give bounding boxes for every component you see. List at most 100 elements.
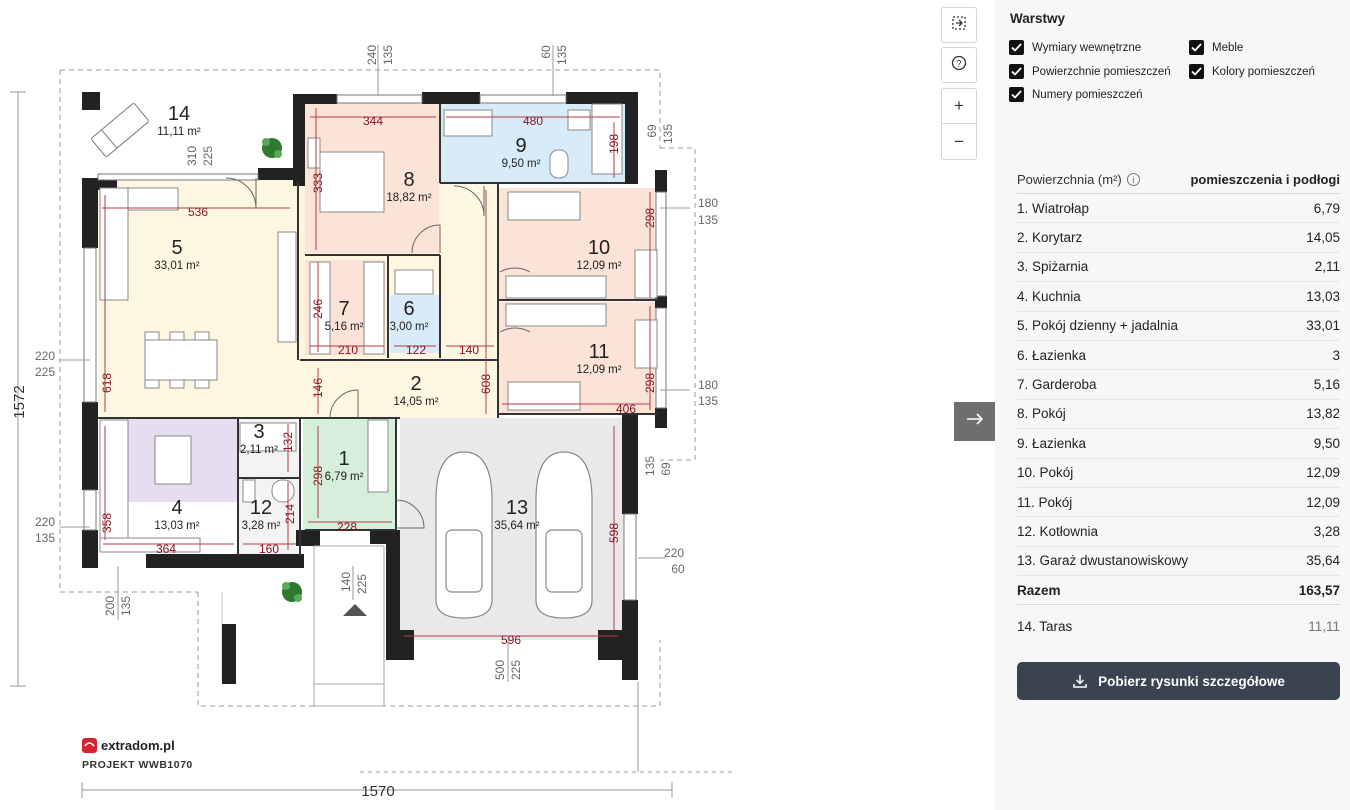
room-name: 2. Korytarz <box>1017 230 1083 246</box>
inner-dimension-label: 228 <box>337 520 357 534</box>
layer-label: Numery pomieszczeń <box>1032 88 1143 101</box>
inner-dimension-label: 480 <box>523 114 543 128</box>
room-area-number: 3,28 <box>242 520 264 532</box>
table-row: 12. Kotłownia 3,28 <box>1017 517 1340 547</box>
room-name: 5. Pokój dzienny + jadalnia <box>1017 318 1178 334</box>
room-area-unit: m² <box>186 520 200 532</box>
layer-room-areas[interactable]: Powierzchnie pomieszczeń <box>1009 64 1171 79</box>
area-table: Powierzchnia (m²)i pomieszczenia i podło… <box>1017 166 1340 641</box>
room-name: 1. Wiatrołap <box>1017 200 1090 216</box>
room-name: 6. Łazienka <box>1017 347 1087 363</box>
checkbox-checked-icon[interactable] <box>1009 40 1024 55</box>
room-area-number: 9,50 <box>502 158 524 170</box>
checkbox-checked-icon[interactable] <box>1189 64 1204 79</box>
layer-furniture[interactable]: Meble <box>1189 40 1243 55</box>
inner-dimension-label: 608 <box>479 374 493 394</box>
zoom-out-button[interactable]: − <box>941 124 977 160</box>
walls <box>82 92 667 684</box>
svg-text:?: ? <box>956 58 961 68</box>
outer-dimension-label: 140 <box>339 572 353 592</box>
room-number-label: 5 <box>171 237 182 259</box>
total-label: Razem <box>1017 582 1061 598</box>
select-area-button[interactable] <box>941 7 977 43</box>
checkbox-checked-icon[interactable] <box>1009 64 1024 79</box>
room-area-value: 6,79 <box>1313 200 1340 216</box>
room-number-label: 13 <box>506 497 528 519</box>
outer-dimension-label: 225 <box>355 574 369 594</box>
room-area-value: 9,50 <box>1313 435 1340 451</box>
checkbox-checked-icon[interactable] <box>1009 87 1024 102</box>
inner-dimension-label: 132 <box>281 432 295 452</box>
room-area-value: 3,28 <box>1313 523 1340 539</box>
outer-dimension-label: 220 <box>35 349 55 363</box>
room-area-unit: m² <box>418 192 432 204</box>
checkbox-checked-icon[interactable] <box>1189 40 1204 55</box>
room-area-value: 12,09 <box>1306 465 1340 481</box>
room-name: 10. Pokój <box>1017 465 1074 481</box>
outer-dimension-label: 135 <box>698 213 718 227</box>
room-number-label: 14 <box>168 103 190 125</box>
room-area-unit: m² <box>526 520 540 532</box>
total-width-label: 1570 <box>361 783 394 800</box>
room-area-unit: m² <box>350 471 364 483</box>
inner-dimension-label: 364 <box>156 542 176 556</box>
zoom-in-button[interactable]: + <box>941 88 977 124</box>
outer-dimension-label: 180 <box>698 196 718 210</box>
layer-label: Wymiary wewnętrzne <box>1032 41 1142 54</box>
room-name: 7. Garderoba <box>1017 377 1097 393</box>
room-area-number: 11,11 <box>157 126 184 138</box>
room-area-number: 14,05 <box>393 396 422 408</box>
inner-dimension-label: 160 <box>259 542 279 556</box>
collapse-panel-button[interactable] <box>954 402 995 441</box>
inner-dimension-label: 122 <box>406 343 426 357</box>
extradom-logo-icon <box>82 738 97 753</box>
info-icon[interactable]: i <box>1126 173 1140 186</box>
room-area-number: 33,01 <box>154 260 183 272</box>
outer-dimension-label: 60 <box>539 45 553 59</box>
layer-room-colors[interactable]: Kolory pomieszczeń <box>1189 64 1315 79</box>
inner-dimension-label: 536 <box>188 205 208 219</box>
outer-dimension-label: 69 <box>659 462 673 476</box>
outer-dimension-label: 200 <box>103 596 117 616</box>
outer-dimension-label: 310 <box>185 146 199 166</box>
room-area-unit: m² <box>187 126 201 138</box>
brand-name: extradom.pl <box>101 738 175 753</box>
help-button[interactable]: ? <box>941 47 977 83</box>
table-row: 10. Pokój 12,09 <box>1017 459 1340 488</box>
area-header-mode[interactable]: pomieszczenia i podłogi <box>1190 172 1340 187</box>
inner-dimension-label: 198 <box>607 134 621 154</box>
inner-dimension-label: 618 <box>100 373 114 393</box>
room-name: 12. Kotłownia <box>1017 523 1099 539</box>
layer-inner-dimensions[interactable]: Wymiary wewnętrzne <box>1009 40 1141 55</box>
room-area-number: 13,03 <box>154 520 183 532</box>
layer-label: Kolory pomieszczeń <box>1212 65 1315 78</box>
area-table-header: Powierzchnia (m²)i pomieszczenia i podło… <box>1017 166 1340 194</box>
download-drawings-button[interactable]: Pobierz rysunki szczegółowe <box>1017 662 1340 700</box>
inner-dimension-label: 344 <box>363 114 383 128</box>
inner-dimension-label: 358 <box>100 513 114 533</box>
room-area-unit: m² <box>608 364 622 376</box>
outer-dimension-label: 135 <box>35 531 55 545</box>
download-icon <box>1072 673 1088 689</box>
outer-dimension-label: 135 <box>381 45 395 65</box>
room-area-number: 2,11 <box>240 444 262 456</box>
room-number-label: 1 <box>338 448 349 470</box>
inner-dimension-label: 298 <box>643 208 657 228</box>
terrace-label: 14. Taras <box>1017 618 1073 634</box>
room-number-label: 11 <box>589 341 610 363</box>
layer-room-numbers[interactable]: Numery pomieszczeń <box>1009 87 1143 102</box>
room-area-unit: m² <box>415 321 429 333</box>
